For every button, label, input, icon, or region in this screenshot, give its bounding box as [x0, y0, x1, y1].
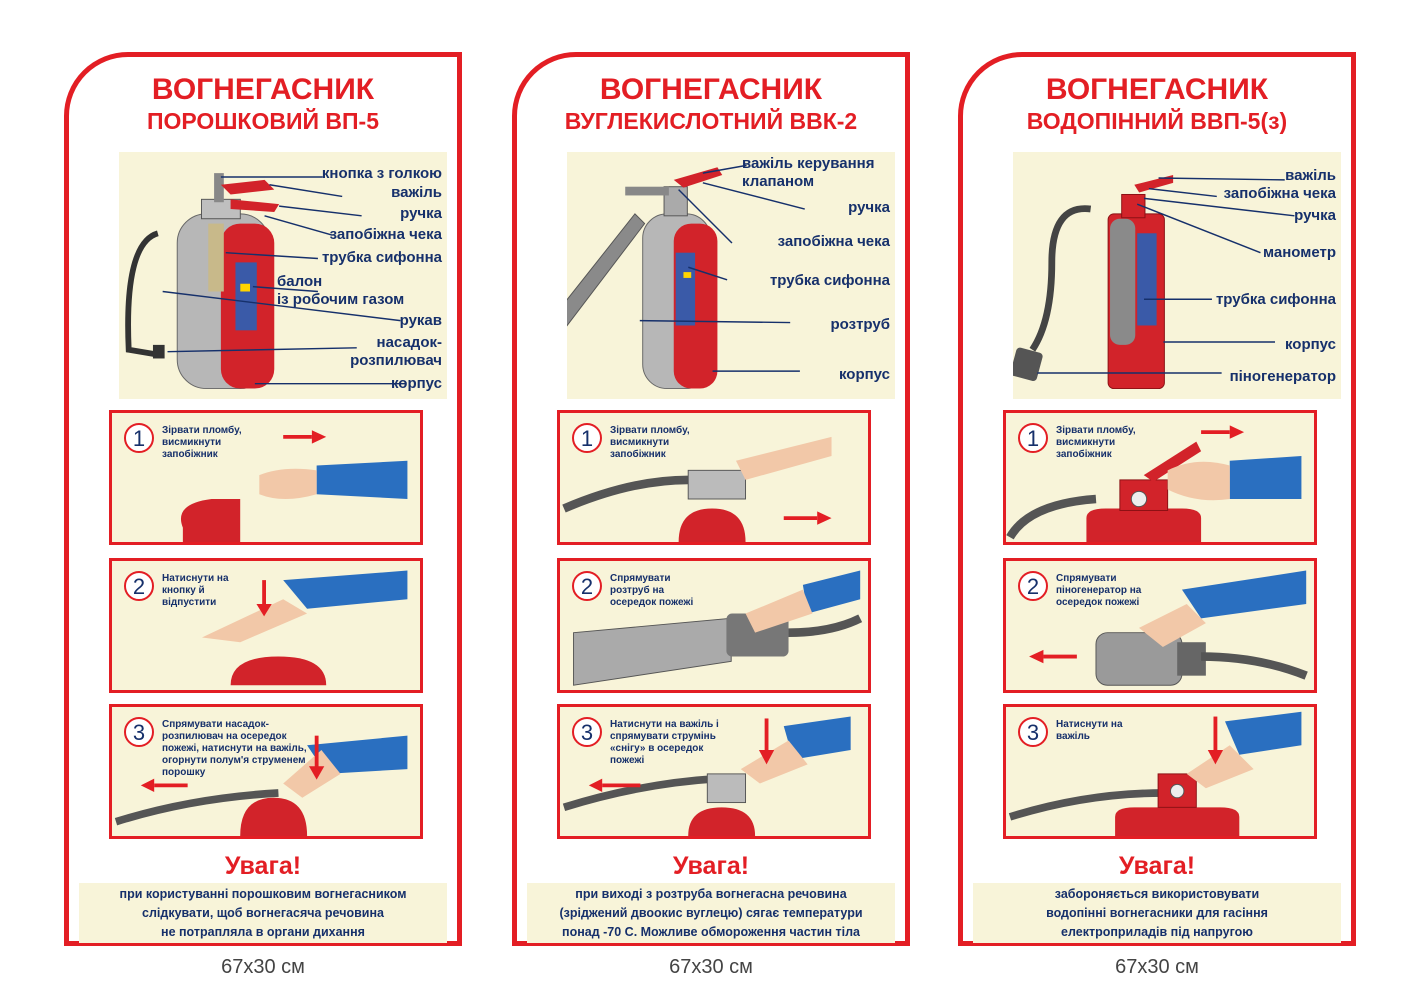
powder-extinguisher-illustration [125, 173, 406, 390]
label-valve: клапаном [742, 173, 815, 190]
step-number: 1 [124, 423, 154, 453]
warning-line: понад -70 С. Можливе обмороження частин … [562, 924, 860, 939]
label-safety-pin: запобіжна чека [329, 226, 442, 243]
label-valve-lever: важіль керування [742, 155, 875, 172]
poster-size: 67x30 см [669, 956, 753, 978]
warning-line: (зріджений двоокис вуглецю) сягає темпер… [559, 905, 863, 920]
step-number: 2 [1018, 571, 1048, 601]
label-siphon-tube: трубка сифонна [321, 249, 442, 266]
label-handle: ручка [1294, 207, 1336, 224]
label-safety-pin: запобіжна чека [1223, 185, 1336, 202]
warning-title: Увага! [224, 852, 302, 880]
label-foam-generator: піногенератор [1229, 368, 1336, 385]
step-3: 3 Натиснути на важіль і спрямувати струм… [557, 704, 871, 839]
warning-line: при виході з розтруба вогнегасна речовин… [575, 887, 847, 901]
label-handle: ручка [848, 199, 890, 216]
step-2: 2 Спрямувати піногенератор на осередок п… [1003, 558, 1317, 693]
step-text: Натиснути на важіль і спрямувати струмін… [610, 719, 719, 766]
poster-title: ВОГНЕГАСНИК ВОДОПІННИЙ ВВП-5(з) [963, 75, 1351, 133]
label-cylinder: балон [277, 273, 323, 290]
step-number: 2 [572, 571, 602, 601]
title-line-2: ВОДОПІННИЙ ВВП-5(з) [1026, 108, 1288, 134]
label-siphon-tube: трубка сифонна [769, 272, 890, 289]
label-pressure-gauge: манометр [1262, 244, 1336, 261]
step-3: 3 Натиснути на важіль [1003, 704, 1317, 839]
step-number: 3 [1018, 717, 1048, 747]
warning-line: слідкувати, щоб вогнегасяча речовина [142, 905, 384, 920]
step-text: Зірвати пломбу, висмикнути запобіжник [162, 425, 242, 460]
title-line-2: ВУГЛЕКИСЛОТНИЙ ВВК-2 [564, 108, 858, 134]
title-line-1: ВОГНЕГАСНИК [599, 73, 823, 106]
poster-size: 67x30 см [221, 956, 305, 978]
label-horn: розтруб [830, 316, 890, 333]
poster-size: 67x30 см [1115, 956, 1199, 978]
label-siphon-tube: трубка сифонна [1215, 291, 1336, 308]
extinguisher-diagram: важіль запобіжна чека ручка манометр тру… [1013, 152, 1341, 399]
label-nozzle: насадок- [376, 334, 442, 351]
warning-title: Увага! [1118, 852, 1196, 880]
warning-line: водопінні вогнегасники для гасіння [1046, 905, 1268, 920]
extinguisher-diagram: кнопка з голкою важіль ручка запобіжна ч… [119, 152, 447, 399]
label-lever: важіль [391, 184, 442, 201]
label-lever: важіль [1285, 167, 1336, 184]
label-working-gas: із робочим газом [277, 291, 405, 308]
step-3: 3 Спрямувати насадок-розпилювач на осере… [109, 704, 423, 839]
step-number: 3 [124, 717, 154, 747]
label-safety-pin: запобіжна чека [777, 233, 890, 250]
poster-title: ВОГНЕГАСНИК ПОРОШКОВИЙ ВП-5 [69, 75, 457, 133]
label-handle: ручка [400, 205, 442, 222]
label-body: корпус [390, 375, 442, 392]
poster-co2-extinguisher: ВОГНЕГАСНИК ВУГЛЕКИСЛОТНИЙ ВВК-2 важіль … [512, 52, 910, 946]
step-text: Спрямувати розтруб на осередок пожежі [610, 573, 694, 608]
step-text: Натиснути на важіль [1056, 719, 1123, 742]
foam-extinguisher-illustration [1013, 175, 1295, 390]
label-body: корпус [1284, 336, 1336, 353]
step-1: 1 Зірвати пломбу, висмикнути запобіжник [1003, 410, 1317, 545]
label-needle-button: кнопка з голкою [321, 165, 442, 182]
extinguisher-diagram: важіль керування клапаном ручка запобіжн… [567, 152, 895, 399]
warning-line: забороняється використовувати [1054, 887, 1260, 901]
step-number: 3 [572, 717, 602, 747]
label-body: корпус [838, 366, 890, 383]
step-text: Зірвати пломбу, висмикнути запобіжник [1056, 425, 1136, 460]
warning-line: не потрапляла в органи дихання [161, 924, 365, 939]
co2-extinguisher-illustration [567, 164, 805, 390]
step-number: 1 [1018, 423, 1048, 453]
poster-foam-extinguisher: ВОГНЕГАСНИК ВОДОПІННИЙ ВВП-5(з) важіль з… [958, 52, 1356, 946]
warning-text: при виході з розтруба вогнегасна речовин… [527, 883, 895, 943]
warning-text: при користуванні порошковим вогнегаснико… [79, 883, 447, 943]
step-text: Спрямувати піногенератор на осередок пож… [1056, 573, 1142, 608]
step-2: 2 Спрямувати розтруб на осередок пожежі [557, 558, 871, 693]
title-line-1: ВОГНЕГАСНИК [151, 73, 375, 106]
step-text: Спрямувати насадок-розпилювач на осередо… [162, 719, 307, 778]
step-2: 2 Натиснути на кнопку й відпустити [109, 558, 423, 693]
poster-title: ВОГНЕГАСНИК ВУГЛЕКИСЛОТНИЙ ВВК-2 [517, 75, 905, 133]
step-text: Натиснути на кнопку й відпустити [162, 573, 229, 608]
step-number: 2 [124, 571, 154, 601]
poster-powder-extinguisher: ВОГНЕГАСНИК ПОРОШКОВИЙ ВП-5 [64, 52, 462, 946]
warning-title: Увага! [672, 852, 750, 880]
label-sprayer: розпилювач [350, 352, 442, 369]
title-line-2: ПОРОШКОВИЙ ВП-5 [146, 108, 380, 134]
step-number: 1 [572, 423, 602, 453]
warning-line: при користуванні порошковим вогнегаснико… [119, 887, 407, 901]
step-1: 1 Зірвати пломбу, висмикнути запобіжник [557, 410, 871, 545]
title-line-1: ВОГНЕГАСНИК [1045, 73, 1269, 106]
warning-text: забороняється використовувати водопінні … [973, 883, 1341, 943]
step-1: 1 Зірвати пломбу, висмикнути запобіжник [109, 410, 423, 545]
label-hose: рукав [399, 312, 442, 329]
warning-line: електроприладів під напругою [1061, 924, 1253, 939]
step-text: Зірвати пломбу, висмикнути запобіжник [610, 425, 690, 460]
